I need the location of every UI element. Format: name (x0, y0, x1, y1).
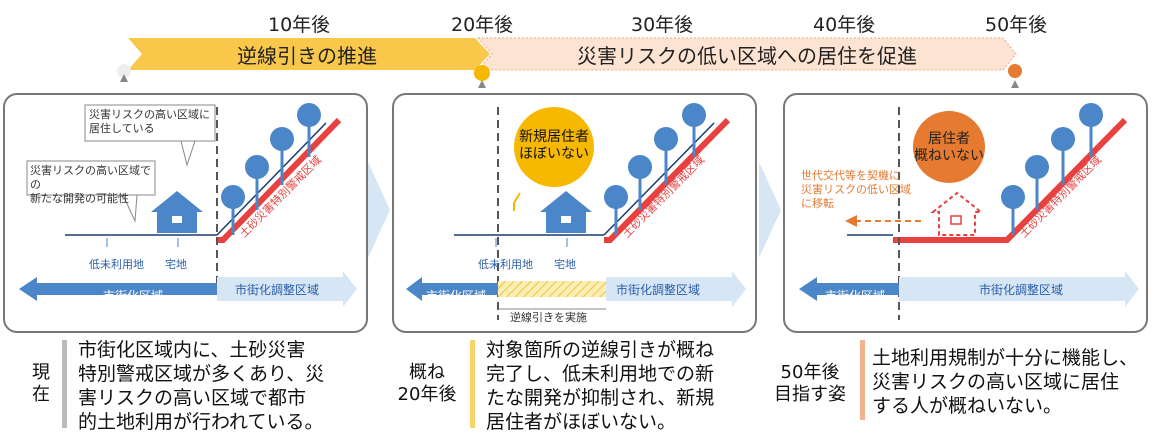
caption-bar-50 (860, 340, 865, 420)
pointer-2 (478, 80, 486, 88)
arrow-right-label: 市街化調整区域 (235, 283, 320, 297)
tree-icon (1025, 155, 1049, 210)
move-arrow-icon (845, 215, 857, 227)
panel-50years-graphics (799, 103, 1139, 320)
tree-icon (628, 155, 652, 210)
pointer-3 (1011, 80, 1019, 88)
timeline-dot-50 (1008, 64, 1022, 78)
caption-text-20: 対象箇所の逆線引きが概ね完了し、低未利用地での新たな開発が抑制され、新規居住者が… (486, 339, 715, 433)
caption-text-50: 土地利用規制が十分に機能し、災害リスクの高い区域に居住する人が概ねいない。 (872, 347, 1139, 417)
bubble-text: 新規居住者ほぼいない (519, 129, 589, 162)
arrow-right-label: 市街化調整区域 (616, 283, 701, 297)
zone-left-label: 低未利用地 (478, 258, 533, 271)
bubble-text: 居住者概ねいない (914, 131, 984, 164)
caption-bar-20 (470, 340, 475, 428)
zone-left-label: 低未利用地 (89, 258, 144, 271)
house-icon (540, 191, 592, 233)
arrow-right-label: 市街化調整区域 (979, 283, 1064, 297)
tree-icon (1051, 127, 1075, 185)
chevron-1 (368, 162, 390, 258)
panel-20years-graphics (406, 103, 746, 320)
tree-icon (1001, 185, 1025, 235)
tree-icon (682, 103, 706, 157)
chevron-2 (759, 162, 781, 258)
year-40: 40年後 (813, 14, 876, 36)
callout-left-text: 災害リスクの高い区域での新たな開発の可能性 (30, 164, 151, 205)
phase2-band-shape (476, 37, 1017, 71)
panel-now-graphics (19, 103, 357, 307)
year-30: 30年後 (631, 14, 694, 36)
year-10: 10年後 (268, 14, 331, 36)
panel-now: 災害リスクの高い区域に居住している 災害リスクの高い区域での新たな開発の可能性 … (3, 93, 368, 333)
arrow-left-label: 市街化区域 (825, 289, 886, 303)
phase2-label: 災害リスクの低い区域への居住を促進 (577, 43, 917, 68)
bubble-shape (913, 111, 985, 183)
caption-text-now: 市街化区域内に、土砂災害特別警戒区域が多くあり、災害リスクの高い区域で都市的土地… (78, 339, 325, 433)
tree-icon (245, 155, 269, 210)
panel-20years: 新規居住者ほぼいない 低未利用地 宅地 市街化区域 市街化調整区域 逆線引きを実… (392, 93, 757, 333)
callout-top-text: 災害リスクの高い区域に居住している (89, 108, 210, 135)
year-20: 20年後 (451, 14, 514, 36)
timeline-dot-20 (474, 65, 490, 81)
caption-label-now: 現在 (32, 362, 50, 405)
tree-icon (604, 185, 628, 235)
year-50: 50年後 (985, 14, 1048, 36)
dashed-house-icon (930, 191, 984, 236)
tree-icon (270, 127, 294, 185)
zone-right-label: 宅地 (554, 258, 576, 271)
arrow-left-label: 市街化区域 (426, 289, 487, 303)
house-icon (151, 191, 203, 233)
hatch-label: 逆線引きを実施 (510, 311, 587, 324)
caption-bar-now (62, 340, 67, 428)
panel-50years: 居住者概ねいない 世代交代等を契機に災害リスクの低い区域に移転 市街化区域 市街… (783, 93, 1148, 333)
phase1-label: 逆線引きの推進 (237, 43, 377, 68)
tree-icon (654, 127, 678, 185)
phase1-band-shape (128, 38, 490, 70)
tree-icon (1079, 103, 1103, 157)
caption-label-50: 50年後目指す姿 (774, 362, 846, 405)
relocation-note: 世代交代等を契機に災害リスクの低い区域に移転 (801, 169, 911, 210)
tree-icon (221, 185, 245, 235)
arrow-left-label: 市街化区域 (103, 289, 164, 303)
zone-right-label: 宅地 (165, 258, 187, 271)
pointer-1 (120, 74, 128, 82)
tree-icon (297, 103, 321, 157)
timeline-dot-start (117, 64, 131, 78)
bubble-shape (514, 107, 594, 187)
